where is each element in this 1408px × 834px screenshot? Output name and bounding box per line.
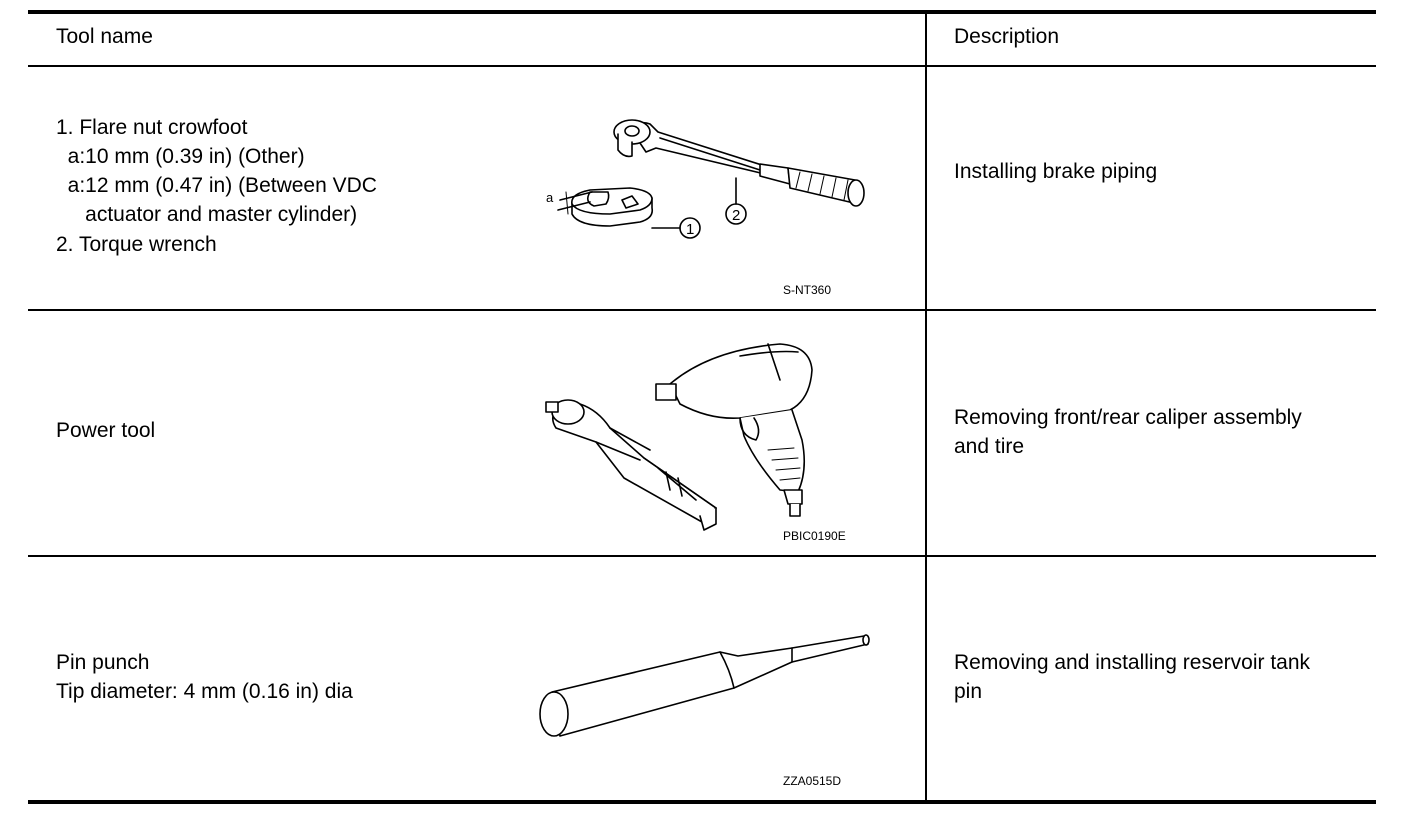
table-top-border bbox=[28, 10, 1376, 14]
tool-line: Tip diameter: 4 mm (0.16 in) dia bbox=[56, 680, 353, 703]
tool-line: Pin punch bbox=[56, 651, 150, 674]
power-tool-figure bbox=[545, 343, 813, 531]
tool-line: 1. Flare nut crowfoot bbox=[56, 116, 248, 139]
dimension-label: a bbox=[546, 190, 554, 205]
row-divider bbox=[28, 309, 1376, 311]
tool-line: a:10 mm (0.39 in) (Other) bbox=[56, 145, 305, 168]
figure-code: ZZA0515D bbox=[783, 774, 842, 788]
header-tool-name: Tool name bbox=[56, 25, 153, 48]
header-description: Description bbox=[954, 25, 1060, 48]
figure-code: S-NT360 bbox=[783, 283, 832, 297]
description-line: pin bbox=[954, 680, 983, 703]
callout-2-label: 2 bbox=[732, 207, 740, 224]
description-line: Removing and installing reservoir tank bbox=[954, 651, 1311, 674]
description-line: and tire bbox=[954, 435, 1025, 458]
column-divider bbox=[925, 12, 927, 802]
row-divider bbox=[28, 555, 1376, 557]
tool-line: actuator and master cylinder) bbox=[56, 203, 358, 226]
tool-line: 2. Torque wrench bbox=[56, 233, 217, 256]
pin-punch-figure bbox=[539, 634, 870, 737]
crowfoot-wrench-figure: 1 2 a bbox=[546, 119, 865, 239]
tool-line: Power tool bbox=[56, 419, 156, 442]
callout-1-label: 1 bbox=[686, 221, 694, 238]
tool-line: a:12 mm (0.47 in) (Between VDC bbox=[56, 174, 377, 197]
description-line: Removing front/rear caliper assembly bbox=[954, 406, 1302, 429]
header-divider bbox=[28, 65, 1376, 67]
description-text: Installing brake piping bbox=[954, 160, 1158, 183]
figure-code: PBIC0190E bbox=[783, 529, 846, 543]
table-bottom-border bbox=[28, 800, 1376, 804]
